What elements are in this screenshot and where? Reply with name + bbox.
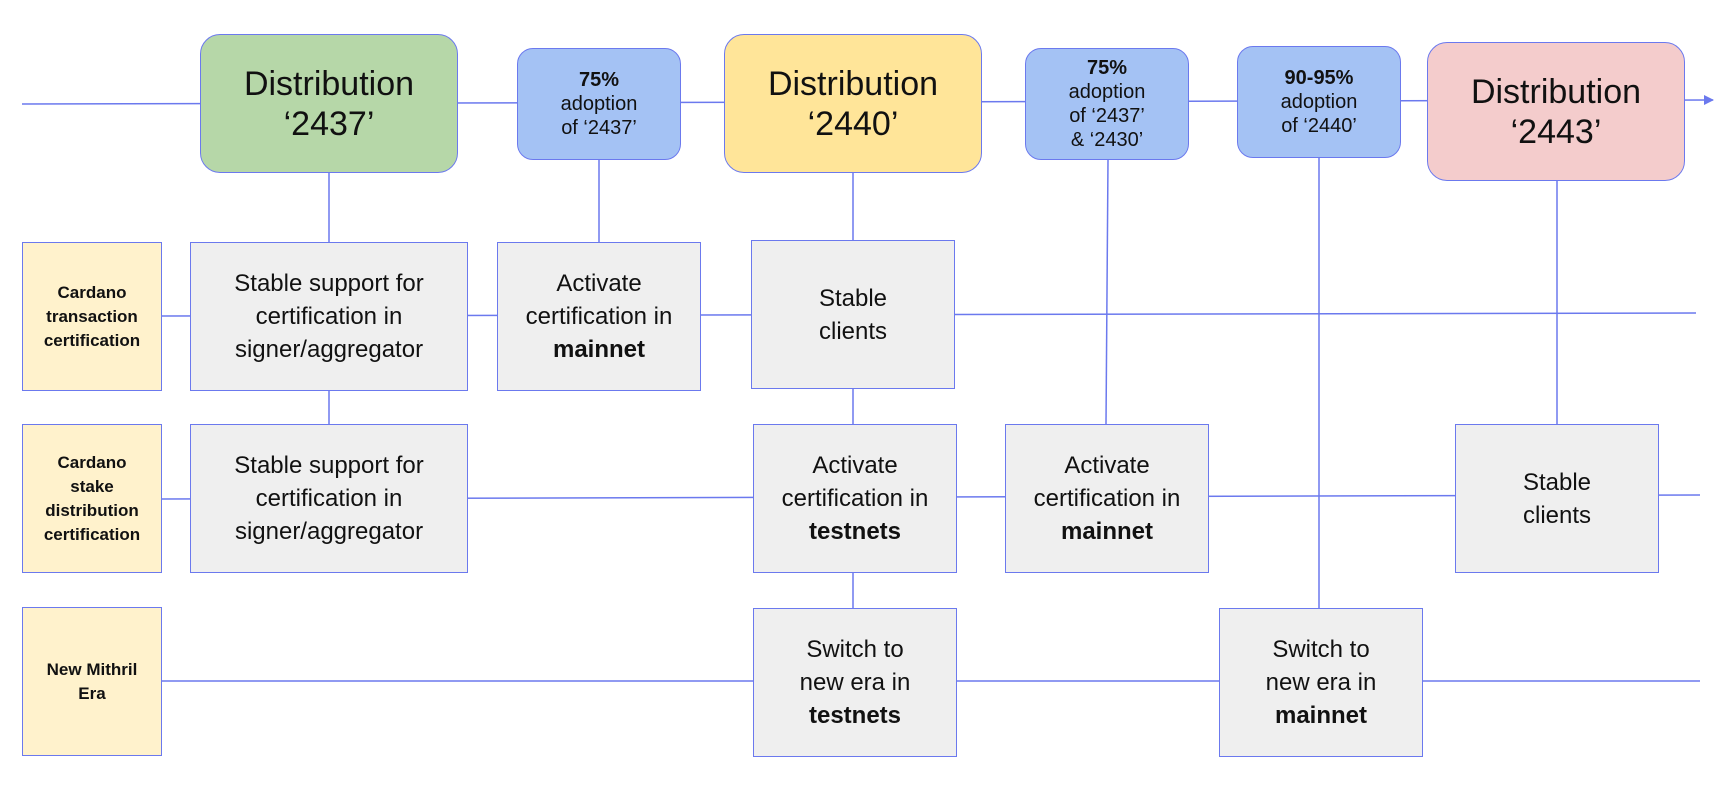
- task-text: clients: [818, 317, 888, 345]
- task-network: mainnet: [552, 336, 645, 363]
- task-stable-support-stake: Stable support for certification in sign…: [190, 424, 468, 573]
- task-text: Activate: [556, 270, 642, 297]
- vline-adopt-2430: [1105, 159, 1109, 425]
- adoption-text: adoption: [560, 93, 638, 115]
- task-text: Activate: [812, 452, 898, 479]
- task-text: certification in: [1033, 485, 1181, 512]
- distribution-label: Distribution: [1470, 72, 1642, 111]
- task-text: certification in: [255, 485, 403, 512]
- row-label-text: certification: [43, 524, 141, 544]
- adoption-percentage: 75%: [578, 69, 620, 91]
- adoption-text: adoption: [1280, 91, 1358, 113]
- task-network: testnets: [808, 518, 902, 545]
- row-label-transaction-certification: Cardano transaction certification: [22, 242, 162, 391]
- adoption-text: & ‘2430’: [1070, 129, 1144, 151]
- row-label-text: transaction: [46, 306, 138, 326]
- task-network: testnets: [808, 702, 902, 729]
- task-network: mainnet: [1060, 518, 1153, 545]
- distribution-2443: Distribution ‘2443’: [1427, 42, 1685, 181]
- adoption-percentage: 90-95%: [1284, 67, 1354, 89]
- task-text: new era in: [1265, 669, 1377, 696]
- task-switch-era-mainnet: Switch to new era in mainnet: [1219, 608, 1423, 757]
- task-text: new era in: [799, 669, 911, 696]
- row-label-text: New Mithril: [46, 659, 138, 679]
- distribution-2437: Distribution ‘2437’: [200, 34, 458, 173]
- task-activate-mainnet-stake: Activate certification in mainnet: [1005, 424, 1209, 573]
- adoption-text: adoption: [1068, 81, 1146, 103]
- task-text: Switch to: [1272, 636, 1370, 663]
- task-text: Stable support for: [234, 452, 424, 479]
- task-text: signer/aggregator: [234, 518, 424, 545]
- task-text: certification in: [781, 485, 929, 512]
- adoption-milestone-2437-2430: 75% adoption of ‘2437’ & ‘2430’: [1025, 48, 1189, 160]
- task-text: Stable support for: [234, 270, 424, 297]
- adoption-percentage: 75%: [1086, 57, 1128, 79]
- task-text: signer/aggregator: [234, 336, 424, 363]
- row-label-text: certification: [43, 330, 141, 350]
- row-label-text: distribution: [45, 500, 139, 520]
- row-label-text: Cardano: [57, 282, 127, 302]
- task-switch-era-testnets: Switch to new era in testnets: [753, 608, 957, 757]
- adoption-milestone-2437: 75% adoption of ‘2437’: [517, 48, 681, 160]
- task-text: Stable: [818, 284, 888, 312]
- task-stable-clients-stake: Stable clients: [1455, 424, 1659, 573]
- row-label-new-mithril-era: New Mithril Era: [22, 607, 162, 756]
- task-text: Switch to: [806, 636, 904, 663]
- distribution-number: ‘2443’: [1510, 112, 1602, 151]
- distribution-number: ‘2437’: [283, 104, 375, 143]
- distribution-number: ‘2440’: [807, 104, 899, 143]
- task-stable-support-transaction: Stable support for certification in sign…: [190, 242, 468, 391]
- row-label-text: stake: [70, 476, 114, 496]
- task-text: certification in: [525, 303, 673, 330]
- distribution-label: Distribution: [243, 64, 415, 103]
- task-stable-clients-transaction: Stable clients: [751, 240, 955, 389]
- distribution-2440: Distribution ‘2440’: [724, 34, 982, 173]
- task-text: Activate: [1064, 452, 1150, 479]
- task-text: Stable: [1522, 468, 1592, 496]
- adoption-text: of ‘2437’: [1069, 105, 1145, 127]
- row-label-stake-distribution-certification: Cardano stake distribution certification: [22, 424, 162, 573]
- task-network: mainnet: [1274, 702, 1367, 729]
- adoption-text: of ‘2437’: [561, 117, 637, 139]
- distribution-label: Distribution: [767, 64, 939, 103]
- adoption-text: of ‘2440’: [1281, 115, 1357, 137]
- task-activate-mainnet-transaction: Activate certification in mainnet: [497, 242, 701, 391]
- adoption-milestone-2440: 90-95% adoption of ‘2440’: [1237, 46, 1401, 158]
- task-activate-testnets-stake: Activate certification in testnets: [753, 424, 957, 573]
- row-label-text: Era: [78, 683, 106, 703]
- row-label-text: Cardano: [57, 452, 127, 472]
- task-text: clients: [1522, 501, 1592, 529]
- task-text: certification in: [255, 303, 403, 330]
